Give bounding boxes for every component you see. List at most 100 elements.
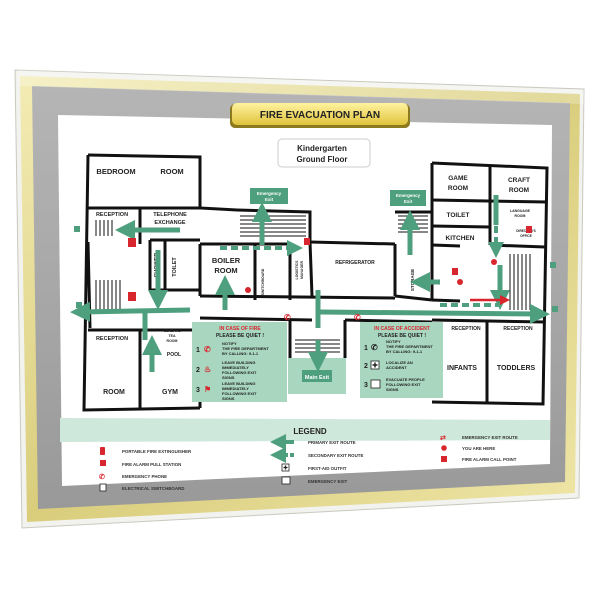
fire-step-1-text-3: BY CALLING: 9-1-1 — [222, 351, 259, 356]
accident-step-2-num: 2 — [364, 363, 368, 370]
room-toilet-right: TOILET — [447, 212, 470, 219]
alarm-pull-legend-icon — [100, 460, 106, 466]
you-are-here-legend-icon — [441, 445, 447, 451]
accident-heading-1: IN CASE OF ACCIDENT — [374, 326, 430, 332]
legend-col2-3: EMERGENCY EXIT — [308, 479, 348, 484]
title-plate: FIRE EVACUATION PLAN — [230, 103, 410, 128]
room-gym: GYM — [162, 389, 178, 396]
room-game-2: ROOM — [448, 185, 468, 192]
floor-name: Ground Floor — [296, 155, 347, 164]
legend-col2-2: FIRST-AID OUTFIT — [308, 466, 347, 471]
room-pool: POOL — [167, 352, 181, 358]
room-logistics-2: MANAGER — [300, 260, 304, 279]
room-general-tea-1: GENERAL — [163, 329, 181, 333]
fire-step-1-text-1: NOTIFY — [222, 341, 237, 346]
legend-col1-3: ELECTRICAL SWITCHBOARD — [122, 486, 184, 491]
legend-col1-2: EMERGENCY PHONE — [122, 474, 167, 479]
legend: LEGEND PORTABLE FIRE EXTINGUISHER FIRE A… — [60, 418, 550, 492]
plan-title: FIRE EVACUATION PLAN — [260, 110, 380, 121]
legend-col3-1: YOU ARE HERE — [462, 446, 495, 451]
fire-step-2-text-1: LEAVE BUILDING — [222, 360, 255, 365]
room-craft-2: ROOM — [509, 187, 529, 194]
fire-alarm-icon — [526, 226, 532, 233]
room-switchboard: SWITCHBOARD — [261, 268, 265, 295]
room-director-2: OFFICE — [520, 234, 532, 238]
legend-col1-1: FIRE ALARM PULL STATION — [122, 462, 181, 467]
accident-step-3-text-3: SIGNS — [386, 387, 399, 392]
emergency-phone-icon: ✆ — [354, 313, 361, 322]
room-reception-right: RECEPTION — [503, 326, 533, 332]
fire-step-3-num: 3 — [196, 387, 200, 394]
fire-step-3-text-4: SIGNS — [222, 396, 235, 401]
fire-heading-1: IN CASE OF FIRE — [219, 326, 261, 332]
exit-door-markers — [74, 226, 558, 312]
room-reception-left: RECEPTION — [96, 336, 128, 342]
accident-step-1-text-1: NOTIFY — [386, 339, 401, 344]
room-craft-1: CRAFT — [508, 177, 530, 184]
room-general-tea-3: ROOM — [167, 339, 178, 343]
fire-alarm-icon — [128, 238, 136, 247]
room-bedroom-room: ROOM — [160, 167, 183, 176]
plan-safety-icons: ✆ ✆ — [128, 226, 532, 322]
emergency-route-legend-icon: ⇄ — [440, 434, 446, 442]
accident-step-3-text-1: EVACUATE PEOPLE — [386, 377, 425, 382]
emergency-exit-1-line1: Emergency — [257, 191, 282, 196]
fire-step-2-text-4: SIGNS — [222, 375, 235, 380]
fire-alarm-icon — [304, 238, 310, 245]
emergency-phone-icon: ✆ — [284, 313, 291, 322]
room-boiler-2: ROOM — [214, 266, 237, 275]
fire-instructions: IN CASE OF FIRE PLEASE BE QUIET ! 1 ✆ NO… — [196, 326, 269, 401]
emergency-exit-2-line2: Exit — [404, 199, 413, 204]
room-game-1: GAME — [448, 175, 468, 182]
exit-person-icon: ⚑ — [204, 385, 211, 394]
secondary-exit-routes — [220, 215, 504, 307]
fire-step-2-text-2: IMMEDIATELY — [222, 365, 249, 370]
fire-extinguisher-icon — [491, 259, 497, 265]
room-boiler-1: BOILER — [212, 256, 241, 265]
emergency-exit-sign-left: Emergency Exit — [250, 188, 288, 204]
emergency-exit-2-line1: Emergency — [396, 193, 421, 198]
room-storage: STORAGE — [410, 269, 415, 291]
alarm-call-point-legend-icon — [441, 456, 447, 462]
room-reception-top: RECEPTION — [96, 212, 128, 218]
accident-instructions: IN CASE OF ACCIDENT PLEASE BE QUIET ! 1 … — [364, 326, 433, 392]
accident-step-3-text-2: FOLLOWING EXIT — [386, 382, 421, 387]
room-reception-mid-right: RECEPTION — [451, 326, 481, 332]
room-kitchen: KITCHEN — [446, 235, 475, 242]
legend-title: LEGEND — [293, 427, 327, 436]
emergency-exit-legend-icon — [281, 476, 291, 485]
room-bedroom: BEDROOM — [96, 167, 135, 176]
fire-alarm-icon — [452, 268, 458, 275]
accident-step-2-text-1: LOCALIZE AN — [386, 360, 413, 365]
accident-step-2-text-2: ACCIDENT — [386, 365, 407, 370]
accident-step-1-num: 1 — [364, 345, 368, 352]
extinguisher-legend-icon — [100, 447, 105, 455]
room-general-tea-2: TEA — [169, 334, 176, 338]
fire-step-1-num: 1 — [196, 347, 200, 354]
legend-col3-2: FIRE ALARM CALL POINT — [462, 457, 517, 462]
fire-extinguisher-icon — [457, 279, 463, 285]
room-toilet-left: TOILET — [172, 257, 178, 277]
fire-step-1-text-2: THE FIRE DEPARTMENT — [222, 346, 269, 351]
fire-info-panel — [192, 322, 287, 402]
room-language-1: LANGUAGE — [510, 209, 531, 213]
room-telephone-2: EXCHANGE — [154, 220, 186, 226]
accident-step-1-text-2: THE FIRE DEPARTMENT — [386, 344, 433, 349]
room-refrigerator: REFRIGERATOR — [335, 260, 375, 266]
fire-icon: ♨ — [204, 365, 211, 374]
room-language-2: ROOM — [515, 214, 526, 218]
main-exit-label: Main Exit — [305, 375, 329, 381]
fire-step-3-text-3: FOLLOWING EXIT — [222, 391, 257, 396]
main-exit-label-bg — [302, 370, 332, 382]
phone-icon: ✆ — [204, 345, 211, 354]
room-infants: INFANTS — [447, 365, 477, 372]
fire-step-2-num: 2 — [196, 367, 200, 374]
accident-step-3-num: 3 — [364, 382, 368, 389]
legend-col2-1: SECONDARY EXIT ROUTE — [308, 453, 363, 458]
legend-col2-0: PRIMARY EXIT ROUTE — [308, 440, 356, 445]
exit-sign-icon — [370, 379, 381, 389]
emergency-exit-sign-right: Emergency Exit — [390, 190, 426, 206]
fire-alarm-icon — [128, 292, 136, 301]
primary-exit-routes — [70, 195, 550, 372]
